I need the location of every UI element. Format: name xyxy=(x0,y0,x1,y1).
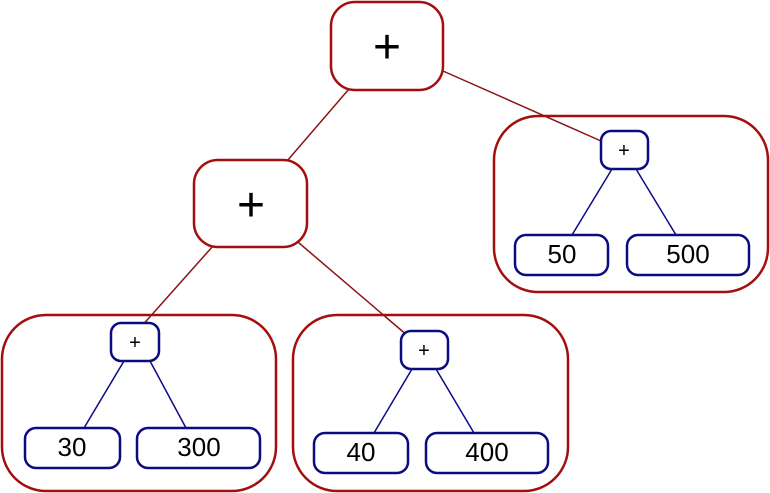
group-box-g1 xyxy=(0,313,278,493)
edge-g3-right xyxy=(635,168,677,236)
edge-g1-right xyxy=(149,360,187,429)
root-op-label: + xyxy=(373,21,401,74)
g1-right-leaf xyxy=(135,426,262,470)
g3-op-label: + xyxy=(618,140,630,162)
edge-g1-left xyxy=(83,360,125,429)
group-box-g2 xyxy=(291,313,570,493)
g1-right-value: 300 xyxy=(177,432,220,462)
edge-root-mid xyxy=(286,88,350,162)
g2-op-node xyxy=(399,329,450,371)
g3-right-leaf xyxy=(625,233,751,277)
g1-op-node xyxy=(109,321,161,363)
edge-g2-right xyxy=(435,368,475,434)
edge-g3-left xyxy=(571,168,613,236)
edge-root-g3 xyxy=(442,70,602,142)
g3-right-value: 500 xyxy=(666,239,709,269)
g1-op-label: + xyxy=(129,332,141,354)
g2-right-leaf xyxy=(424,431,550,475)
g3-left-value: 50 xyxy=(548,239,577,269)
edge-g2-left xyxy=(373,368,413,434)
mid-node xyxy=(192,158,309,249)
g3-op-node xyxy=(599,129,650,171)
g1-left-value: 30 xyxy=(58,432,87,462)
g2-left-value: 40 xyxy=(347,437,376,467)
g3-left-leaf xyxy=(513,233,610,277)
g1-left-leaf xyxy=(23,426,122,470)
group-box-g3 xyxy=(492,114,770,294)
g2-op-label: + xyxy=(418,340,430,362)
g2-left-leaf xyxy=(312,431,410,475)
mid-op-label: + xyxy=(237,179,265,232)
root-node xyxy=(329,0,445,92)
edge-mid-g2 xyxy=(291,236,409,337)
g2-right-value: 400 xyxy=(465,437,508,467)
